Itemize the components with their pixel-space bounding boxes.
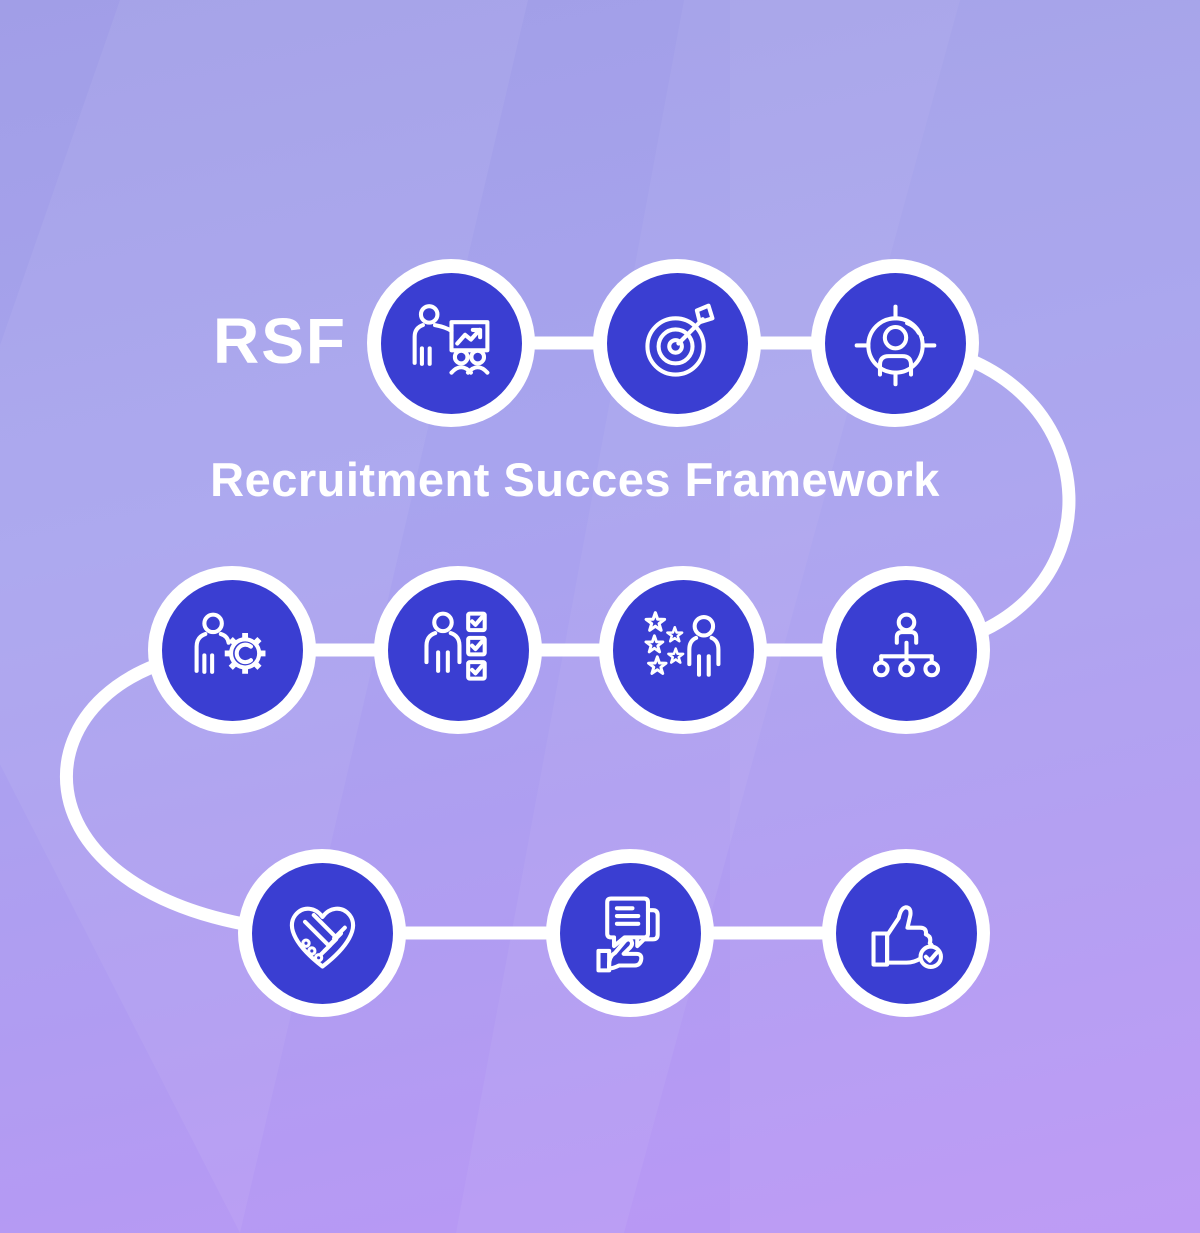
node-circle bbox=[835, 579, 977, 721]
rating-stars-icon bbox=[635, 602, 732, 699]
node-feedback-message bbox=[546, 849, 714, 1017]
node-skills-gear bbox=[148, 566, 316, 734]
node-circle bbox=[612, 579, 754, 721]
node-circle bbox=[559, 862, 701, 1004]
goal-target-icon bbox=[629, 295, 726, 392]
thumbs-up-check-icon bbox=[858, 885, 955, 982]
node-circle bbox=[251, 862, 393, 1004]
node-goal-target bbox=[593, 259, 761, 427]
skills-gear-icon bbox=[184, 602, 281, 699]
node-screening-checklist bbox=[374, 566, 542, 734]
node-circle bbox=[835, 862, 977, 1004]
node-handshake-heart bbox=[238, 849, 406, 1017]
handshake-heart-icon bbox=[274, 885, 371, 982]
framework-abbreviation: RSF bbox=[213, 305, 347, 377]
feedback-message-icon bbox=[582, 885, 679, 982]
node-circle bbox=[606, 272, 748, 414]
screening-checklist-icon bbox=[410, 602, 507, 699]
candidate-targeting-icon bbox=[847, 295, 944, 392]
framework-title: Recruitment Succes Framework bbox=[210, 453, 940, 506]
presentation-training-icon bbox=[403, 295, 500, 392]
node-circle bbox=[824, 272, 966, 414]
node-candidate-targeting bbox=[811, 259, 979, 427]
node-thumbs-up-check bbox=[822, 849, 990, 1017]
node-circle bbox=[387, 579, 529, 721]
node-presentation-training bbox=[367, 259, 535, 427]
node-rating-stars bbox=[599, 566, 767, 734]
node-org-structure bbox=[822, 566, 990, 734]
org-structure-icon bbox=[858, 602, 955, 699]
node-circle bbox=[380, 272, 522, 414]
node-circle bbox=[161, 579, 303, 721]
